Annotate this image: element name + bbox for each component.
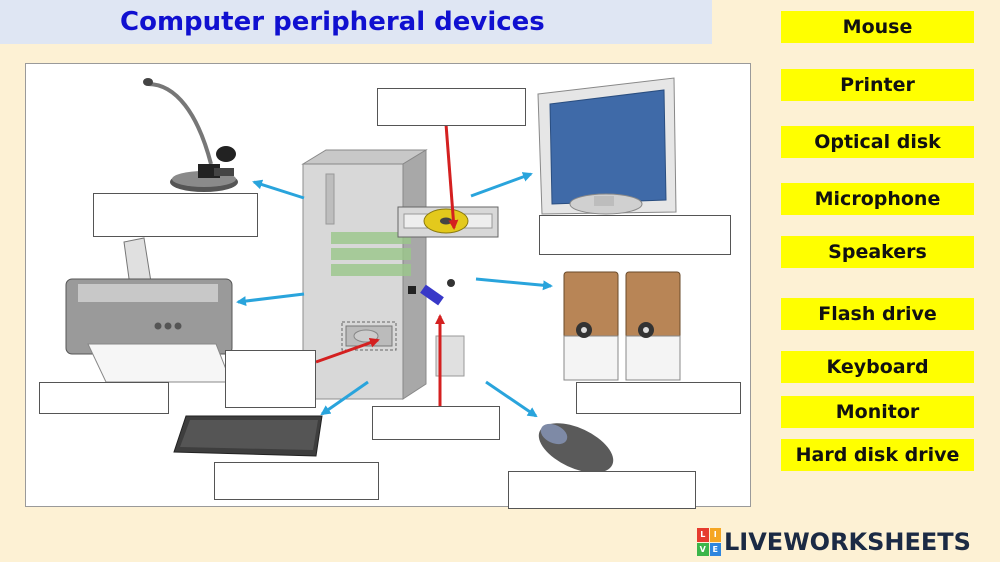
label-flash-drive[interactable]: Flash drive xyxy=(781,298,974,330)
label-printer[interactable]: Printer xyxy=(781,69,974,101)
label-hard-disk-drive[interactable]: Hard disk drive xyxy=(781,439,974,471)
label-monitor[interactable]: Monitor xyxy=(781,396,974,428)
logo-text: LIVEWORKSHEETS xyxy=(724,528,971,556)
drop-box-mouse[interactable] xyxy=(508,471,696,509)
label-speakers[interactable]: Speakers xyxy=(781,236,974,268)
microphone-icon xyxy=(143,78,238,192)
drop-box-microphone[interactable] xyxy=(93,193,258,237)
logo-mark-i: I xyxy=(709,528,721,542)
peripherals-illustration xyxy=(65,77,681,473)
optical-disk-icon xyxy=(423,208,469,234)
diagram-canvas xyxy=(25,63,751,509)
red-arrows xyxy=(315,123,459,408)
label-keyboard[interactable]: Keyboard xyxy=(781,351,974,383)
blue-arrows xyxy=(236,172,553,418)
label-optical-disk[interactable]: Optical disk xyxy=(781,126,974,158)
drop-box-hard-disk[interactable] xyxy=(225,350,316,408)
drop-box-printer[interactable] xyxy=(39,382,169,414)
drop-box-top[interactable] xyxy=(377,88,526,126)
drop-box-monitor[interactable] xyxy=(539,215,731,255)
drop-box-keyboard[interactable] xyxy=(214,462,379,500)
logo-mark-icon: L I V E xyxy=(697,528,721,556)
speakers-icon xyxy=(563,271,681,381)
computer-tower-icon xyxy=(301,149,499,400)
label-microphone[interactable]: Microphone xyxy=(781,183,974,215)
label-mouse[interactable]: Mouse xyxy=(781,11,974,43)
keyboard-icon xyxy=(173,415,323,457)
printer-icon xyxy=(65,237,233,383)
title-bar: Computer peripheral devices xyxy=(0,0,712,44)
drop-box-flash-drive[interactable] xyxy=(372,406,500,440)
page-title: Computer peripheral devices xyxy=(120,7,545,37)
mouse-icon xyxy=(538,423,614,473)
logo-mark-v: V xyxy=(697,542,709,556)
drop-box-speakers[interactable] xyxy=(576,382,741,414)
flash-drive-icon xyxy=(408,279,455,306)
logo-mark-l: L xyxy=(697,528,709,542)
liveworksheets-logo: L I V E LIVEWORKSHEETS xyxy=(697,525,971,559)
logo-mark-e: E xyxy=(709,542,721,556)
monitor-icon xyxy=(537,77,677,215)
